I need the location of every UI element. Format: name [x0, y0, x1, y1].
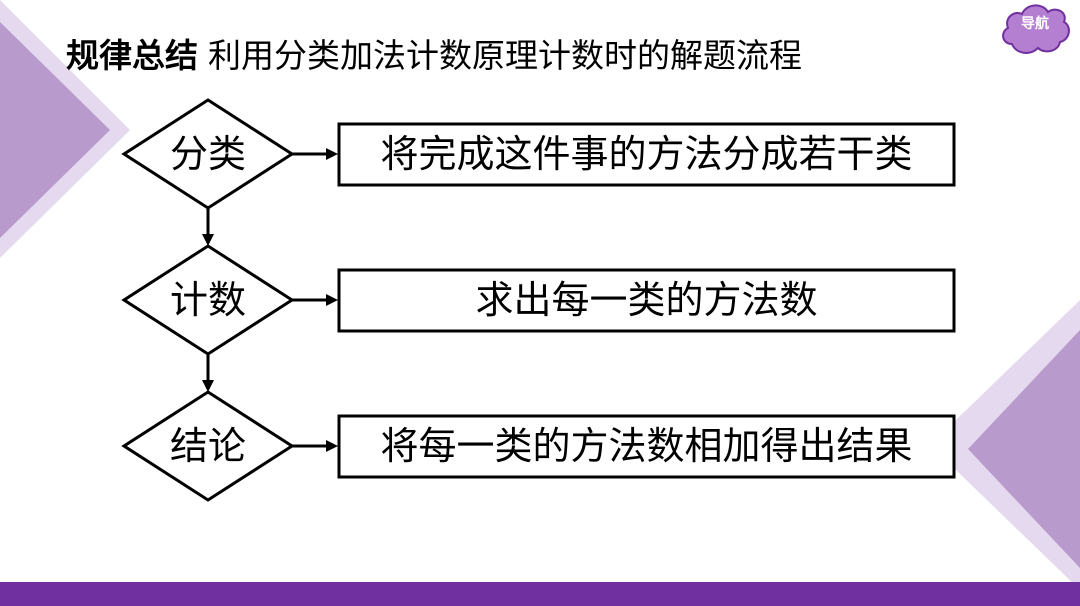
step-2-description: 求出每一类的方法数: [475, 278, 818, 322]
arrowhead-right-3: [326, 440, 338, 452]
arrowhead-right-1: [326, 148, 338, 160]
cloud-icon: [1002, 4, 1070, 54]
step-3-label: 结论: [169, 424, 246, 468]
deco-triangle-right: [968, 330, 1080, 568]
arrowhead-down-1: [202, 234, 214, 246]
page-title: 规律总结利用分类加法计数原理计数时的解题流程: [66, 30, 802, 82]
title-text: 利用分类加法计数原理计数时的解题流程: [208, 36, 802, 75]
arrowhead-right-2: [326, 294, 338, 306]
nav-label: 导航: [1021, 16, 1049, 32]
step-2-label: 计数: [169, 278, 246, 322]
deco-triangle-left: [0, 22, 110, 238]
step-3-description: 将每一类的方法数相加得出结果: [380, 424, 913, 468]
arrowhead-down-2: [202, 380, 214, 392]
nav-button[interactable]: 导航: [998, 0, 1072, 56]
box-step-3: [337, 414, 956, 479]
step-1-label: 分类: [169, 132, 246, 176]
title-tag: 规律总结: [66, 36, 198, 75]
box-step-2: [337, 268, 956, 333]
bottom-bar: [0, 582, 1080, 606]
box-step-1: [337, 122, 956, 187]
diamond-step-3: [121, 390, 295, 502]
step-1-description: 将完成这件事的方法分成若干类: [380, 132, 913, 176]
